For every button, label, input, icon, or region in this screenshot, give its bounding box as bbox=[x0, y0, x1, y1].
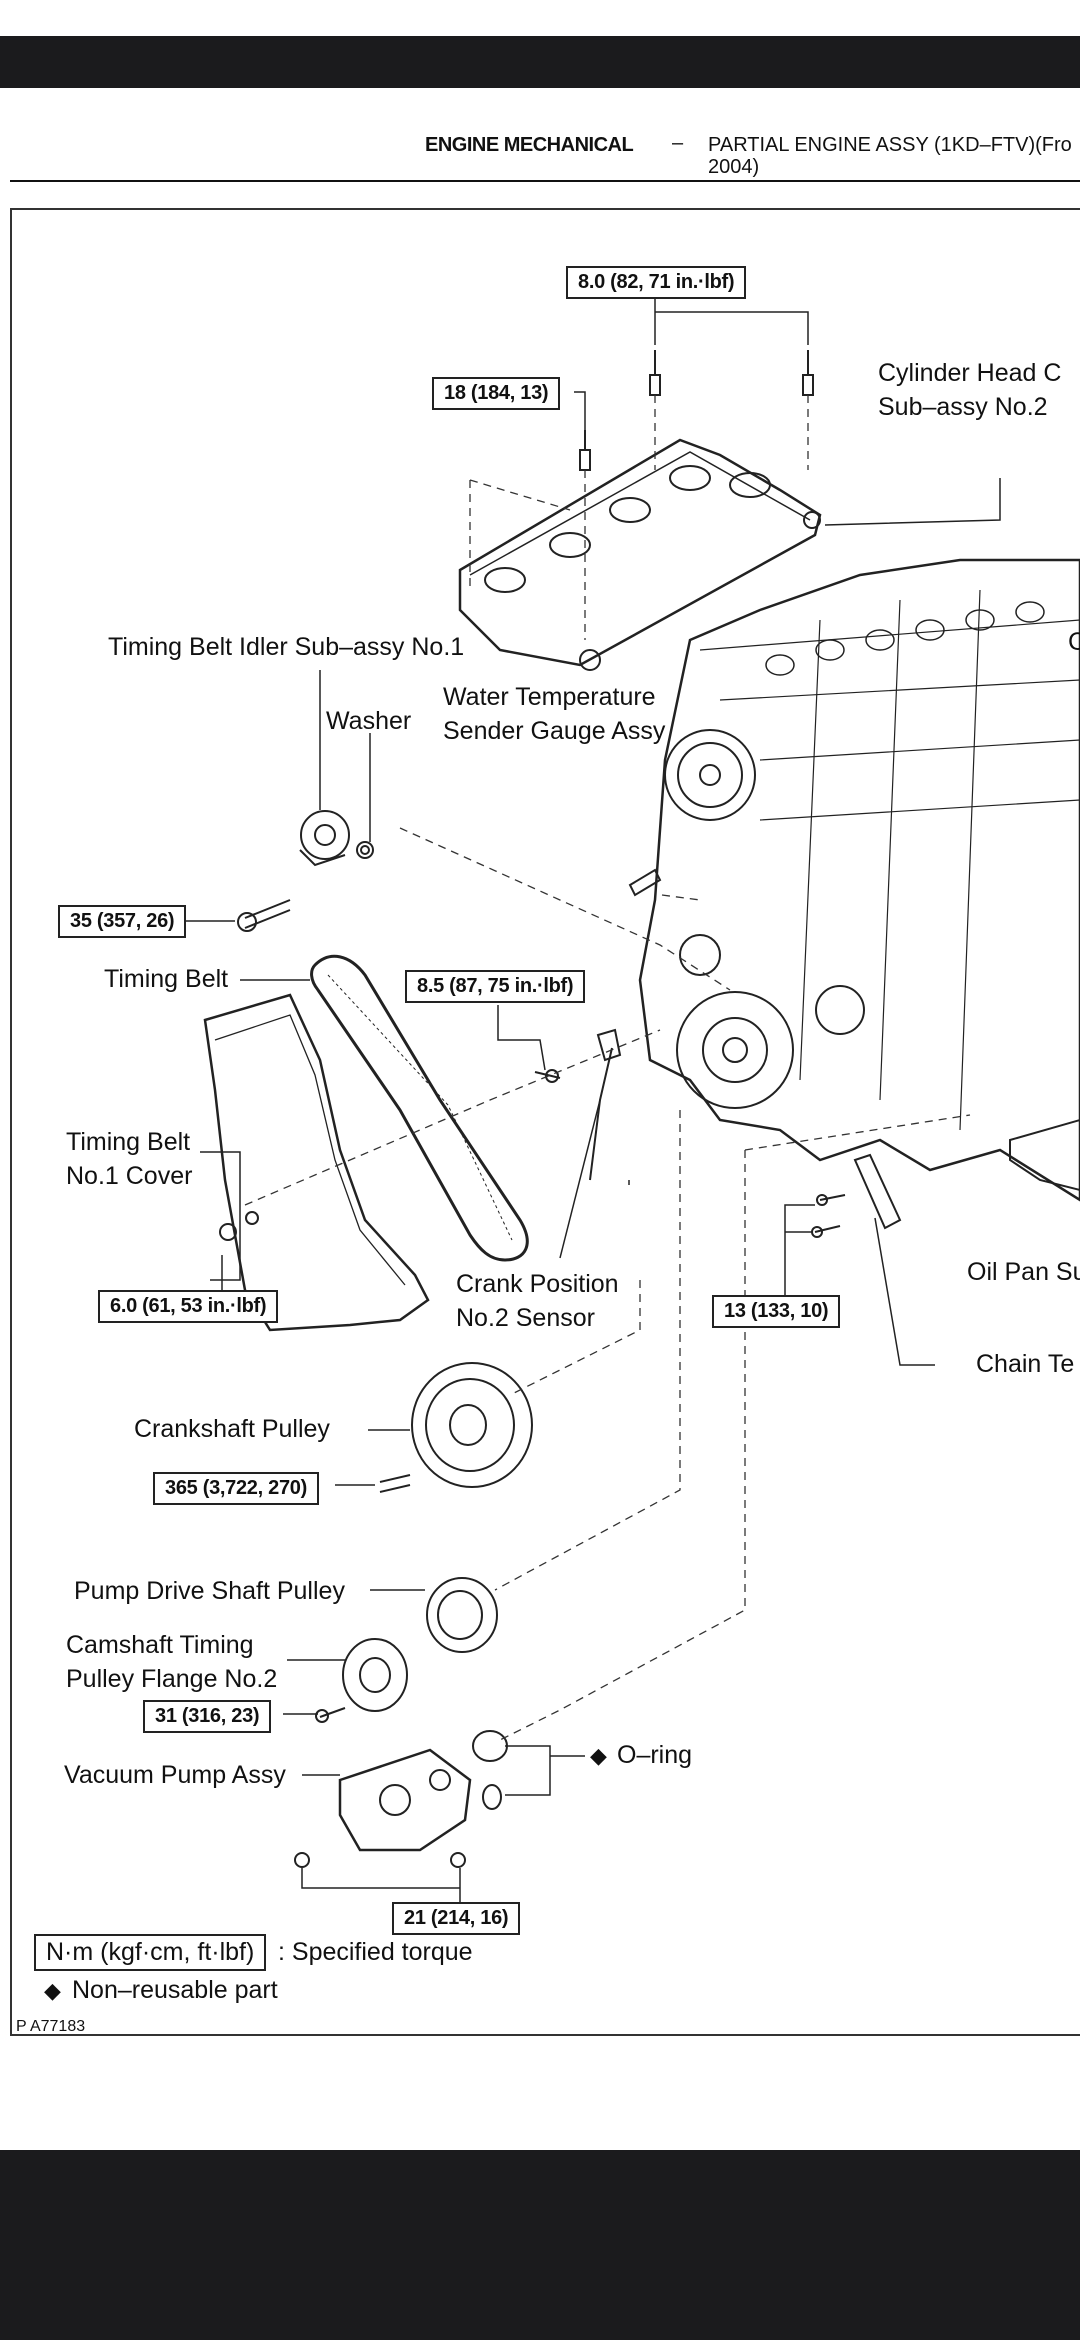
figure-id: P A77183 bbox=[16, 2018, 86, 2035]
bottom-bar bbox=[0, 2150, 1080, 2340]
torque-cover-stud: 18 (184, 13) bbox=[432, 377, 561, 410]
label-cover-1: Timing Belt bbox=[66, 1128, 191, 1156]
engine-block bbox=[638, 558, 1080, 1202]
torque-cover-bolt: 6.0 (61, 53 in.·lbf) bbox=[98, 1290, 279, 1323]
diagram-frame bbox=[10, 208, 1080, 2036]
cam-sprocket bbox=[664, 729, 756, 821]
legend-nonreusable: Non–reusable part bbox=[72, 1976, 278, 2004]
label-crank-pulley: Crankshaft Pulley bbox=[134, 1415, 330, 1443]
subtitle-line-2: 2004) bbox=[708, 156, 760, 178]
label-crank-sensor-2: No.2 Sensor bbox=[456, 1304, 595, 1332]
subtitle-line-1: PARTIAL ENGINE ASSY (1KD–FTV)(Fro bbox=[708, 134, 1072, 156]
pump-drive-pulley bbox=[426, 1577, 498, 1653]
oring-diamond-icon: ◆ bbox=[590, 1743, 607, 1768]
label-chain-tensioner: Chain Te bbox=[976, 1350, 1075, 1378]
header-rule bbox=[10, 180, 1080, 182]
label-oil-pan: Oil Pan Su bbox=[967, 1258, 1080, 1286]
section-subtitle: PARTIAL ENGINE ASSY (1KD–FTV)(Fro 2004) bbox=[708, 134, 1080, 178]
label-cylinder-head-cover-1: Cylinder Head C bbox=[878, 359, 1062, 387]
torque-idler-bolt: 35 (357, 26) bbox=[58, 905, 187, 938]
torque-tensioner-bolts: 13 (133, 10) bbox=[712, 1295, 841, 1328]
header-dash: – bbox=[672, 132, 684, 154]
label-vacuum-pump: Vacuum Pump Assy bbox=[64, 1761, 286, 1789]
label-cut-c: C bbox=[1068, 628, 1080, 656]
label-idler: Timing Belt Idler Sub–assy No.1 bbox=[108, 633, 465, 661]
label-washer: Washer bbox=[326, 707, 412, 735]
label-water-temp-2: Sender Gauge Assy bbox=[443, 717, 666, 745]
top-bar bbox=[0, 36, 1080, 88]
page-header: ENGINE MECHANICAL – PARTIAL ENGINE ASSY … bbox=[0, 88, 1080, 188]
label-flange-1: Camshaft Timing bbox=[66, 1631, 254, 1659]
label-water-temp-1: Water Temperature bbox=[443, 683, 656, 711]
torque-vacuum-pump-nuts: 21 (214, 16) bbox=[392, 1902, 521, 1935]
nonreusable-diamond-icon: ◆ bbox=[44, 1978, 61, 2003]
torque-sensor-bolt: 8.5 (87, 75 in.·lbf) bbox=[405, 970, 586, 1003]
chain-tensioner bbox=[853, 1153, 902, 1230]
section-title: ENGINE MECHANICAL bbox=[425, 134, 634, 156]
head-cover bbox=[458, 438, 822, 667]
legend-specified-torque: : Specified torque bbox=[278, 1938, 473, 1966]
timing-belt bbox=[310, 954, 529, 1262]
torque-flange-bolt: 31 (316, 23) bbox=[143, 1700, 272, 1733]
flange bbox=[342, 1638, 408, 1712]
label-flange-2: Pulley Flange No.2 bbox=[66, 1665, 278, 1693]
label-oring: O–ring bbox=[617, 1741, 693, 1769]
legend-unit-box: N·m (kgf·cm, ft·lbf) bbox=[34, 1934, 267, 1971]
label-pump-drive: Pump Drive Shaft Pulley bbox=[74, 1577, 345, 1605]
label-cover-2: No.1 Cover bbox=[66, 1162, 193, 1190]
torque-cover-bolts: 8.0 (82, 71 in.·lbf) bbox=[566, 266, 747, 299]
timing-belt-cover bbox=[203, 993, 430, 1332]
label-cylinder-head-cover-2: Sub–assy No.2 bbox=[878, 393, 1048, 421]
torque-crank-pulley-bolt: 365 (3,722, 270) bbox=[153, 1472, 319, 1505]
crankshaft-pulley bbox=[411, 1362, 533, 1488]
label-timing-belt: Timing Belt bbox=[104, 965, 229, 993]
label-crank-sensor-1: Crank Position bbox=[456, 1270, 619, 1298]
idler-pulley bbox=[300, 810, 350, 860]
vacuum-pump bbox=[338, 1748, 472, 1852]
